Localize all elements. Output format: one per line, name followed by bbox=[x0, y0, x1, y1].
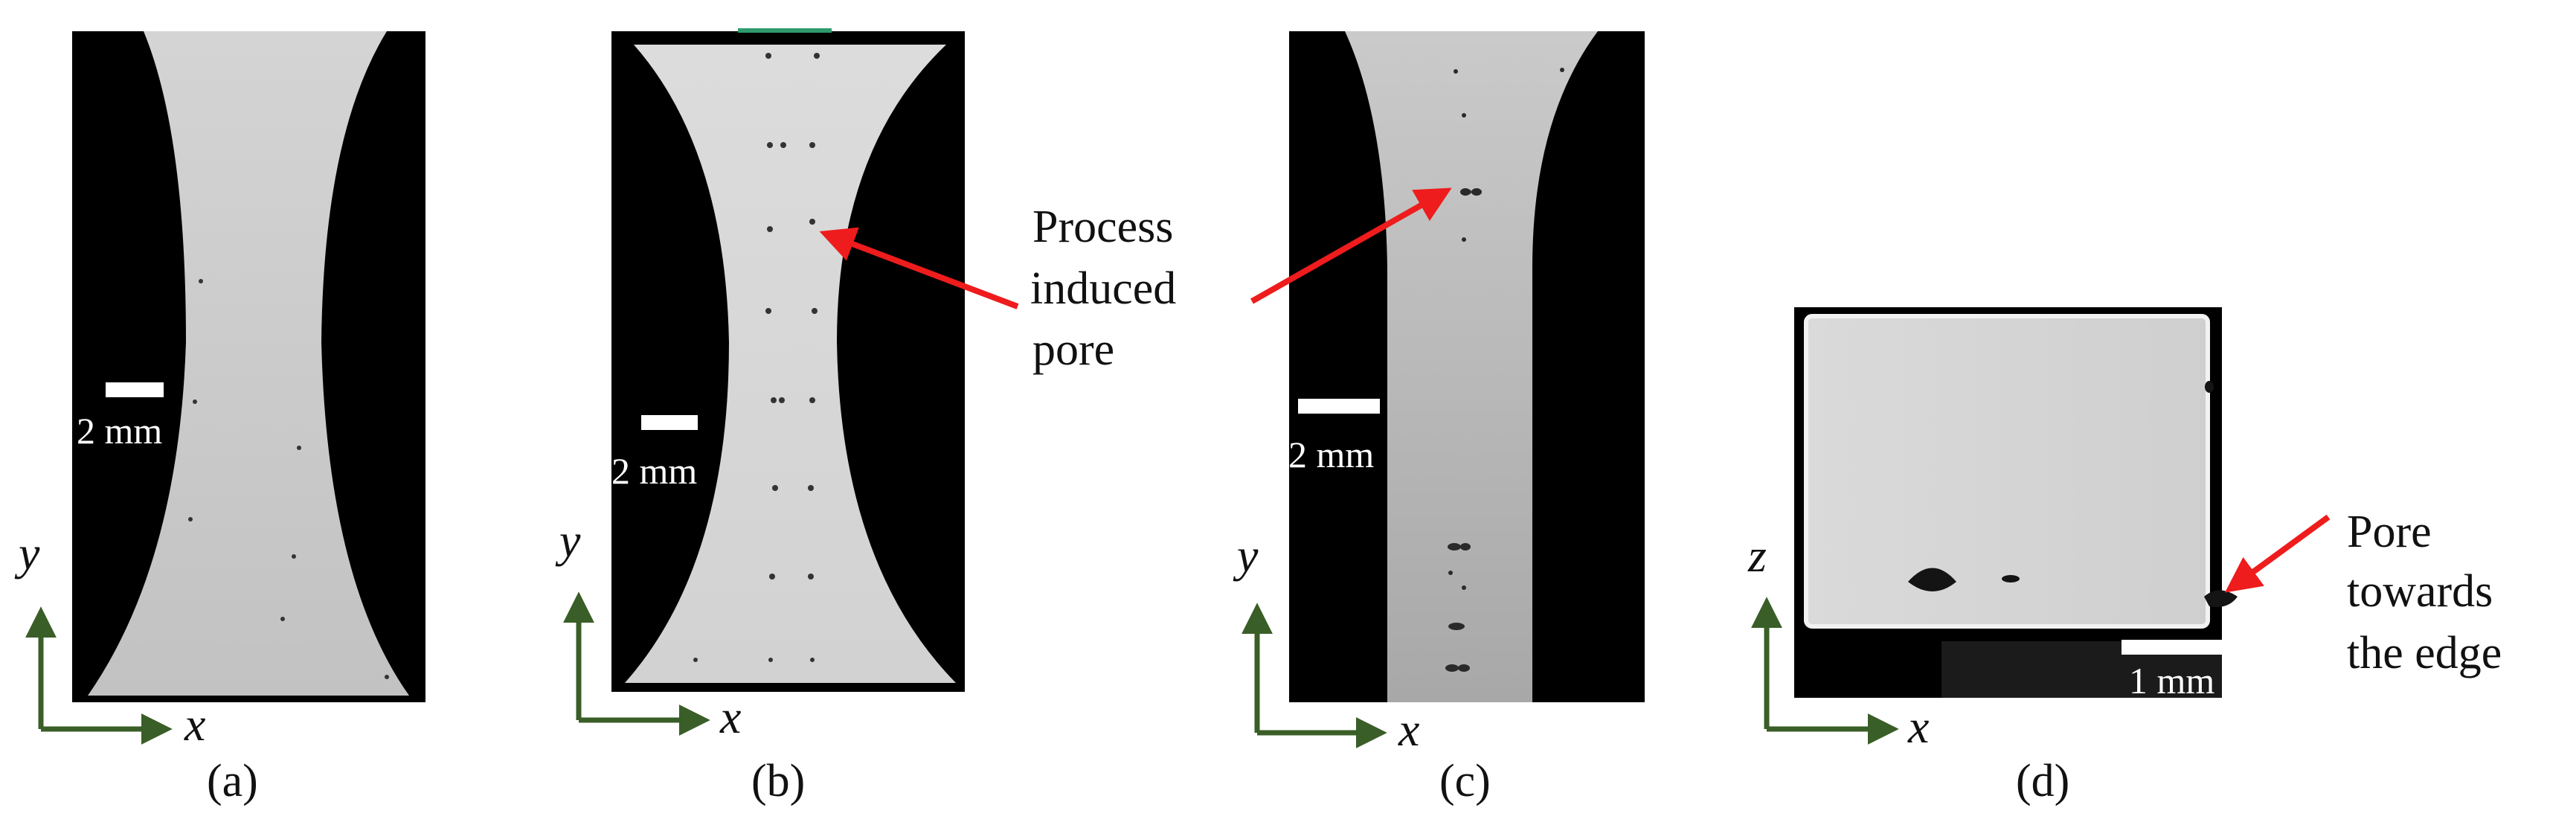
panel-d-axes: z x bbox=[1747, 529, 1929, 753]
arrow-to-pore-panel-c bbox=[1250, 187, 1452, 304]
panel-a-scale-bar bbox=[106, 382, 164, 397]
panel-c-pores bbox=[1445, 68, 1564, 672]
panel-b: 2 mm y x (b) bbox=[555, 28, 965, 806]
arrow-to-edge-pore-panel-d bbox=[2224, 514, 2331, 593]
panel-d: 1 mm z x (d) bbox=[1747, 307, 2242, 806]
annotation-edge-pore: Pore towards the edge bbox=[2224, 507, 2502, 678]
panel-b-axis-y-label: y bbox=[555, 514, 581, 567]
panel-b-axis-x-label: x bbox=[719, 690, 741, 743]
panel-b-label: (b) bbox=[751, 756, 805, 806]
annotation-edge-pore-line-2: towards bbox=[2347, 566, 2493, 617]
panel-c-label: (c) bbox=[1439, 756, 1491, 806]
panel-d-scale-bar bbox=[2121, 640, 2242, 655]
annotation-process-pore-line-1: Process bbox=[1032, 202, 1173, 252]
panel-a-axis-x-label: x bbox=[184, 698, 205, 751]
panel-d-scale-label: 1 mm bbox=[2129, 660, 2214, 702]
annotation-edge-pore-line-1: Pore bbox=[2347, 507, 2432, 557]
panel-d-axis-x-label: x bbox=[1907, 700, 1929, 753]
panel-d-specimen bbox=[1804, 314, 2210, 629]
panel-d-label: (d) bbox=[2016, 756, 2069, 806]
panel-a-scale-label: 2 mm bbox=[77, 410, 162, 452]
panel-b-axes: y x bbox=[555, 514, 741, 743]
panel-b-top-edge-mark bbox=[738, 28, 832, 33]
panel-c-scale-label: 2 mm bbox=[1288, 434, 1374, 475]
panel-c-axes: y x bbox=[1233, 529, 1419, 756]
panel-a-label: (a) bbox=[207, 756, 258, 806]
arrow-to-pore-panel-b bbox=[819, 227, 1019, 309]
panel-c: 2 mm y x (c) bbox=[1233, 31, 1645, 806]
annotation-process-pore-line-3: pore bbox=[1032, 324, 1114, 375]
panel-c-axis-y-label: y bbox=[1233, 529, 1259, 582]
panel-b-specimen bbox=[625, 45, 956, 683]
panel-b-pores bbox=[693, 53, 820, 662]
panel-c-axis-x-label: x bbox=[1398, 703, 1419, 756]
panel-b-scale-bar bbox=[641, 415, 698, 430]
panel-d-axis-y-label: z bbox=[1747, 529, 1767, 582]
panel-c-scale-bar bbox=[1298, 399, 1380, 414]
annotation-process-pore: Process induced pore bbox=[819, 187, 1452, 375]
panel-a: 2 mm y x (a) bbox=[14, 31, 425, 806]
panel-a-pores bbox=[188, 279, 389, 679]
panel-d-pores bbox=[1908, 381, 2238, 608]
panel-a-axes: y x bbox=[14, 527, 205, 751]
panel-b-scale-label: 2 mm bbox=[611, 450, 697, 492]
annotation-process-pore-line-2: induced bbox=[1030, 263, 1176, 314]
annotation-edge-pore-line-3: the edge bbox=[2347, 628, 2502, 678]
panel-a-specimen bbox=[88, 31, 409, 696]
panel-c-specimen bbox=[1345, 31, 1598, 702]
panel-a-axis-y-label: y bbox=[14, 527, 40, 580]
